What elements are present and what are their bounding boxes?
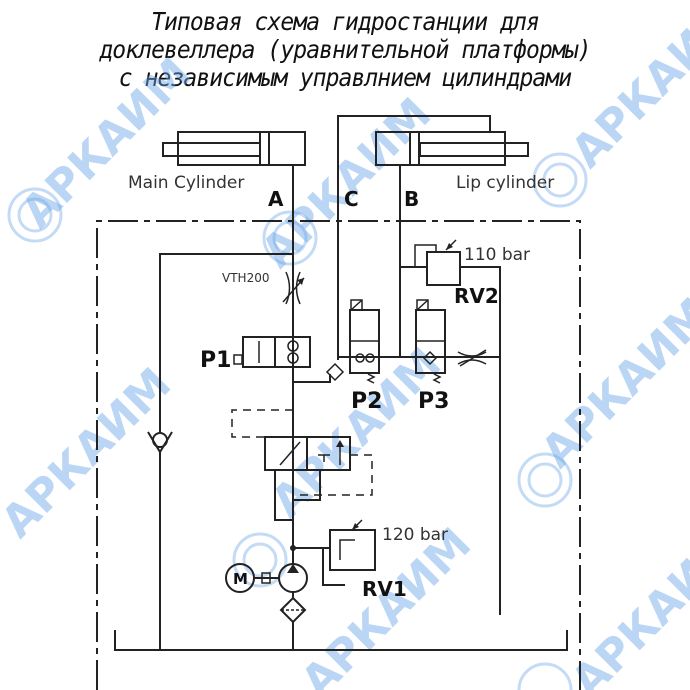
pump-icon (278, 563, 308, 593)
port-a-label: A (268, 187, 284, 211)
watermark-text: АРКАИМ (0, 358, 181, 547)
watermark-text: АРКАИМ (562, 0, 690, 178)
check-valve-icon (325, 362, 345, 382)
p3-label: P3 (418, 389, 449, 414)
motor-label: M (233, 570, 248, 588)
title-line-2: доклевеллера (уравнительной платформы) (99, 35, 591, 64)
rv2-pressure-label: 110 bar (464, 245, 530, 265)
port-c-label: C (344, 187, 359, 211)
throttle-valve-icon (282, 271, 305, 305)
watermark-text: АРКАИМ (532, 288, 690, 477)
rv2-label: RV2 (454, 284, 499, 308)
p1-valve (233, 336, 311, 368)
throttle-valve-icon (457, 349, 487, 367)
motor-icon (225, 563, 255, 593)
p2-valve (349, 299, 380, 384)
main-cylinder (162, 131, 306, 166)
lip-cylinder-label: Lip cylinder (456, 173, 554, 193)
junction-dot (290, 545, 296, 551)
title-line-3: с независимым управлнием цилиндрами (118, 63, 572, 92)
p3-valve (415, 299, 446, 384)
filter-icon (279, 592, 307, 650)
check-valve-icon (147, 431, 173, 454)
main-cylinder-label: Main Cylinder (128, 173, 244, 193)
throttle-label: VTH200 (222, 271, 269, 285)
port-b-label: B (404, 187, 419, 211)
coupling (261, 572, 271, 584)
rv2-relief-valve (414, 239, 461, 286)
title-line-1: Типовая схема гидростанции для (151, 7, 540, 36)
directional-valve (231, 409, 373, 496)
p1-label: P1 (200, 348, 231, 373)
p2-label: P2 (351, 389, 382, 414)
rv1-pressure-label: 120 bar (382, 525, 448, 545)
rv1-label: RV1 (362, 577, 407, 601)
rv1-relief-valve (329, 519, 376, 571)
hydraulic-lines (114, 115, 568, 651)
lip-cylinder (375, 131, 529, 166)
